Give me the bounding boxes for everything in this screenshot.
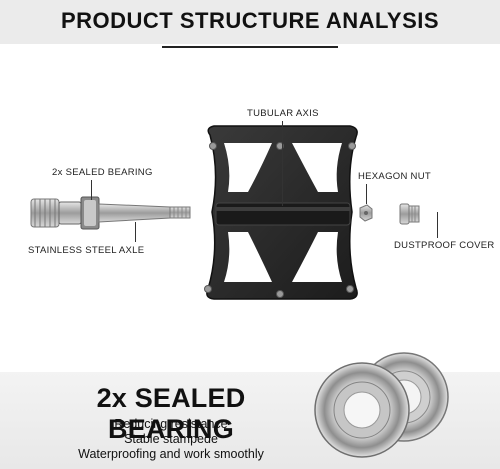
dustproof-cover-label: DUSTPROOF COVER [394, 240, 495, 251]
page-title: PRODUCT STRUCTURE ANALYSIS [60, 8, 440, 33]
hexagon-nut-label: HEXAGON NUT [358, 171, 431, 182]
sealed-bearing-label: 2x SEALED BEARING [52, 167, 153, 178]
tubular-axis-label: TUBULAR AXIS [247, 108, 319, 119]
stainless-axle-leader [135, 222, 136, 242]
hexagon-nut-leader [366, 184, 367, 204]
title-underline [162, 46, 338, 48]
bearing-feature-1: Reducing resistance [114, 417, 228, 431]
dustproof-cover-leader [437, 212, 438, 238]
bearing-section-title: 2x SEALED BEARING [96, 383, 246, 444]
bearing-feature-2: Stable stampede [124, 432, 218, 446]
tubular-axis-leader [282, 121, 283, 206]
title-band [0, 0, 500, 44]
sealed-bearing-leader [91, 180, 92, 200]
bearing-feature-3: Waterproofing and work smoothly [78, 447, 264, 461]
stainless-axle-label: STAINLESS STEEL AXLE [28, 245, 145, 256]
